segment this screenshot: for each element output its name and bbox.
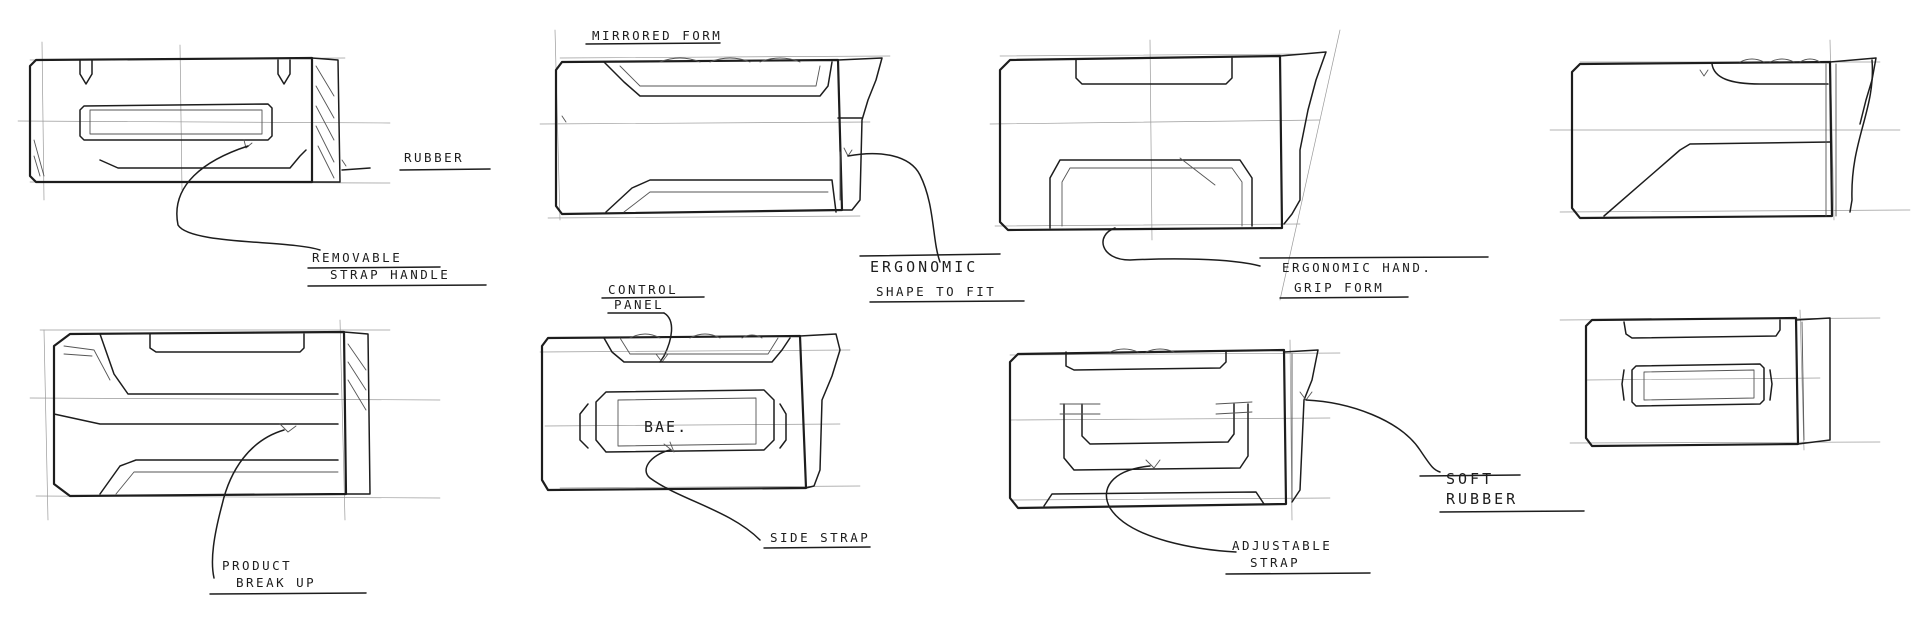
label-soft-1: SOFT <box>1446 470 1494 488</box>
label-removable-2: STRAP HANDLE <box>330 267 450 282</box>
label-product-2: BREAK UP <box>236 575 316 590</box>
sketch-removable-strap-handle: RUBBER REMOVABLE STRAP HANDLE <box>17 41 491 287</box>
label-mirrored-form: MIRRORED FORM <box>592 28 722 43</box>
sketch-side-view-2 <box>1559 309 1881 451</box>
label-control-1: CONTROL <box>608 282 678 297</box>
label-rubber: RUBBER <box>404 150 464 165</box>
sketch-product-break-up: PRODUCT BREAK UP <box>29 319 441 595</box>
label-control-2: PANEL <box>614 297 664 312</box>
sketch-control-panel: CONTROL PANEL BAE. SIDE STRAP <box>539 282 871 549</box>
label-adjustable-1: ADJUSTABLE <box>1232 538 1332 553</box>
label-ergonomic-hand-2: GRIP FORM <box>1294 280 1384 295</box>
label-soft-2: RUBBER <box>1446 490 1518 508</box>
label-product-1: PRODUCT <box>222 558 292 573</box>
sketch-adjustable-strap: ADJUSTABLE STRAP SOFT RUBBER <box>1008 339 1585 575</box>
label-bae: BAE. <box>644 418 688 436</box>
label-adjustable-2: STRAP <box>1250 555 1300 570</box>
label-ergonomic-2: SHAPE TO FIT <box>876 284 996 299</box>
label-removable-1: REMOVABLE <box>312 250 402 265</box>
sketch-ergonomic-hand-grip: ERGONOMIC HAND. GRIP FORM <box>989 29 1489 301</box>
sketch-mirrored-form: MIRRORED FORM ERGONOMIC SHAPE TO FIT <box>539 28 1025 303</box>
label-ergonomic-hand-1: ERGONOMIC HAND. <box>1282 260 1432 275</box>
label-side-strap: SIDE STRAP <box>770 530 870 545</box>
label-ergonomic-1: ERGONOMIC <box>870 258 978 276</box>
sketch-side-view-1 <box>1549 39 1911 221</box>
